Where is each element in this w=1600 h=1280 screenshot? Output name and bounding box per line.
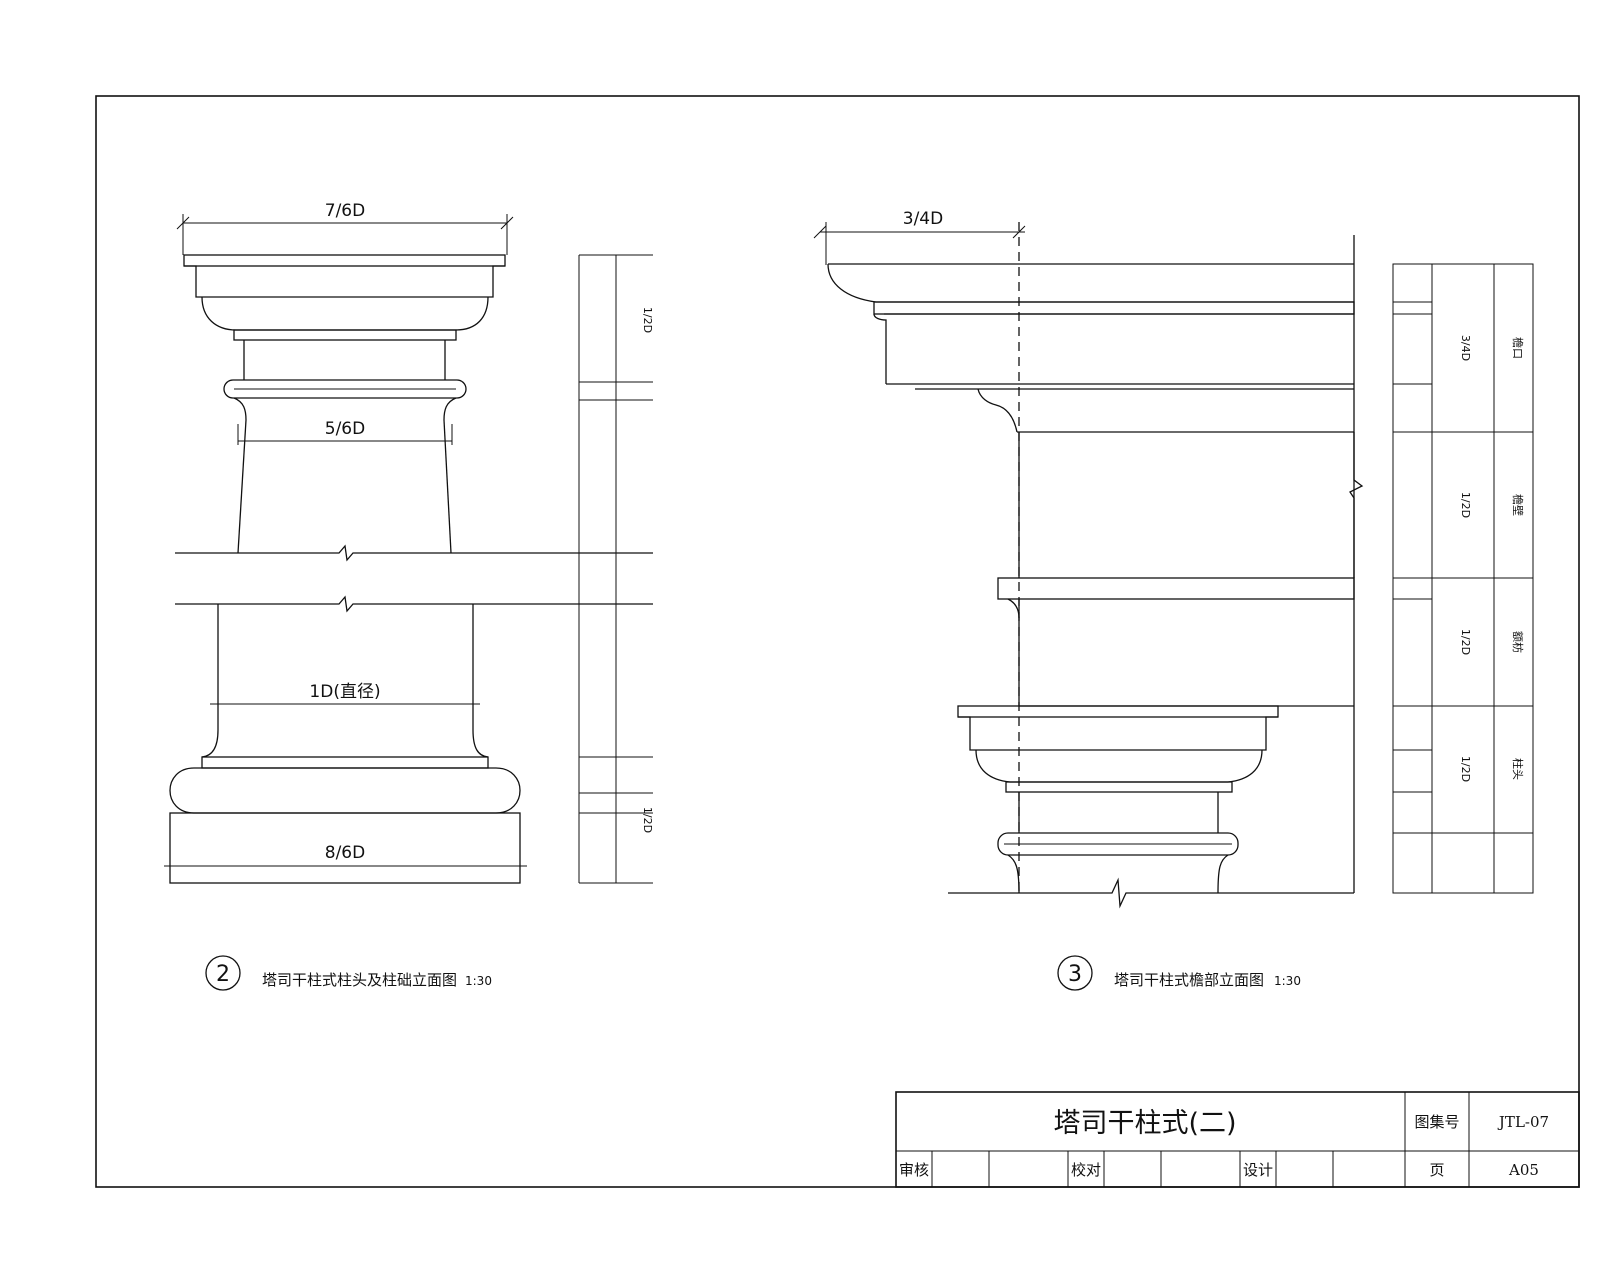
drawing-title: 塔司干柱式(二) <box>1053 1108 1236 1139</box>
page-value: A05 <box>1508 1161 1539 1179</box>
side-label-upper: 1/2D <box>641 307 654 333</box>
side-name-capital: 柱头 <box>1511 758 1525 780</box>
dim-label-top: 7/6D <box>325 201 365 221</box>
right-entablature-elevation: 3/4D <box>813 209 1534 991</box>
side-value-frieze: 1/2D <box>1459 492 1472 518</box>
right-side-table: 3/4D 1/2D 1/2D 1/2D 檐口 檐壁 额枋 柱头 <box>1392 263 1534 894</box>
side-value-architrave: 1/2D <box>1459 629 1472 655</box>
caption-right: 塔司干柱式檐部立面图 <box>1114 971 1264 989</box>
side-name-frieze: 檐壁 <box>1511 494 1525 516</box>
side-value-capital: 1/2D <box>1459 756 1472 782</box>
drawing-frame <box>95 95 1580 1188</box>
review-label: 审核 <box>899 1161 929 1179</box>
title-block: 塔司干柱式(二) 图集号 JTL-07 审核 校对 设计 页 A05 <box>895 1091 1580 1188</box>
detail-marker-2 <box>205 955 241 991</box>
check-label: 校对 <box>1071 1161 1101 1179</box>
atlas-value: JTL-07 <box>1497 1113 1549 1131</box>
caption-left: 塔司干柱式柱头及柱础立面图 <box>262 971 457 989</box>
page-label: 页 <box>1429 1161 1444 1179</box>
left-side-strip: 1/2D 1/2D <box>578 254 654 884</box>
scale-right: 1:30 <box>1274 974 1301 988</box>
dim-top-left: 7/6D <box>176 201 514 255</box>
dim-label-entablature: 3/4D <box>903 209 943 229</box>
side-name-architrave: 额枋 <box>1511 631 1525 653</box>
left-column-elevation: 7/6D 5/6D 1D(直径) <box>164 201 654 991</box>
atlas-label: 图集号 <box>1414 1113 1459 1131</box>
scale-left: 1:30 <box>465 974 492 988</box>
detail-number-3: 3 <box>1068 962 1082 987</box>
side-value-cornice: 3/4D <box>1459 335 1472 361</box>
detail-number-2: 2 <box>216 962 230 987</box>
dim-label-shaft: 1D(直径) <box>309 682 380 702</box>
design-label: 设计 <box>1243 1161 1273 1179</box>
side-label-lower: 1/2D <box>641 807 654 833</box>
detail-marker-3 <box>1057 955 1093 991</box>
dim-label-neck: 5/6D <box>325 419 365 439</box>
side-name-cornice: 檐口 <box>1511 337 1525 359</box>
dim-label-base: 8/6D <box>325 843 365 863</box>
